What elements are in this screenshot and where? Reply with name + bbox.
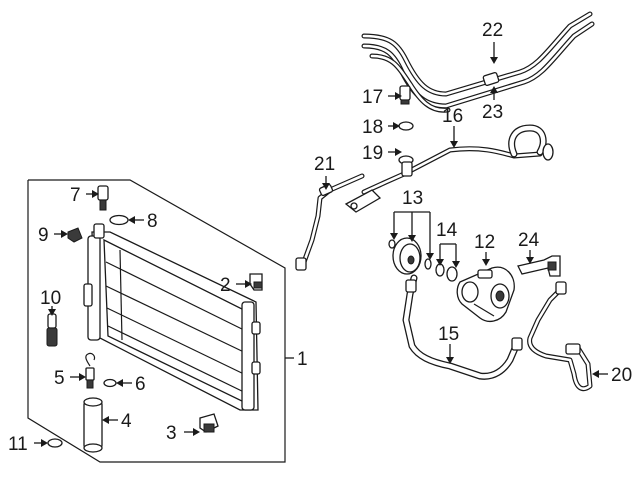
part-13-clutch xyxy=(388,237,432,275)
condenser-core xyxy=(83,223,261,411)
callout-20: 20 xyxy=(611,365,632,386)
callout-17: 17 xyxy=(362,87,383,108)
part-9-plug xyxy=(67,227,83,243)
part-16-hose xyxy=(344,124,554,213)
leader-lines xyxy=(34,42,608,447)
callout-2: 2 xyxy=(220,275,231,296)
callout-15: 15 xyxy=(438,324,459,345)
part-11-o-ring xyxy=(47,438,63,448)
part-8-o-ring xyxy=(109,214,129,226)
callout-9: 9 xyxy=(38,225,49,246)
part-18-o-ring xyxy=(398,121,414,131)
callout-22: 22 xyxy=(482,20,503,41)
callout-6: 6 xyxy=(135,374,146,395)
part-12-compressor xyxy=(456,266,515,323)
callout-18: 18 xyxy=(362,117,383,138)
part-17-valve xyxy=(399,85,411,105)
callout-19: 19 xyxy=(362,143,383,164)
part-20-hose xyxy=(527,281,593,392)
callout-12: 12 xyxy=(474,232,495,253)
callout-21: 21 xyxy=(314,154,335,175)
callout-7: 7 xyxy=(70,185,81,206)
part-5-switch xyxy=(85,352,96,389)
part-21-tube xyxy=(295,173,365,271)
callout-13: 13 xyxy=(402,188,423,209)
callout-14: 14 xyxy=(436,220,458,241)
part-2-bracket xyxy=(249,273,263,291)
part-4-receiver-drier xyxy=(83,397,103,453)
assembly-outline-box xyxy=(27,179,286,463)
callout-23: 23 xyxy=(482,102,503,123)
callout-11: 11 xyxy=(8,434,28,455)
callout-16: 16 xyxy=(442,106,463,127)
callout-10: 10 xyxy=(40,288,61,309)
callout-3: 3 xyxy=(166,423,177,444)
part-15-hose xyxy=(402,274,523,380)
part-6-o-ring xyxy=(103,378,117,388)
part-10-sensor xyxy=(46,313,58,347)
part-3-clip xyxy=(199,413,219,433)
part-7-valve xyxy=(97,185,109,211)
callout-24: 24 xyxy=(518,230,540,251)
callout-labels: 1 2 3 4 5 6 7 8 9 10 11 12 13 14 15 16 1… xyxy=(8,20,632,455)
part-14-o-rings xyxy=(435,263,458,282)
part-24-bracket xyxy=(517,255,561,277)
callout-5: 5 xyxy=(54,368,65,389)
callout-4: 4 xyxy=(121,411,132,432)
callout-1: 1 xyxy=(297,349,308,370)
upper-line-assembly xyxy=(361,11,595,113)
callout-8: 8 xyxy=(147,211,158,232)
condenser-assembly-group xyxy=(27,179,286,463)
